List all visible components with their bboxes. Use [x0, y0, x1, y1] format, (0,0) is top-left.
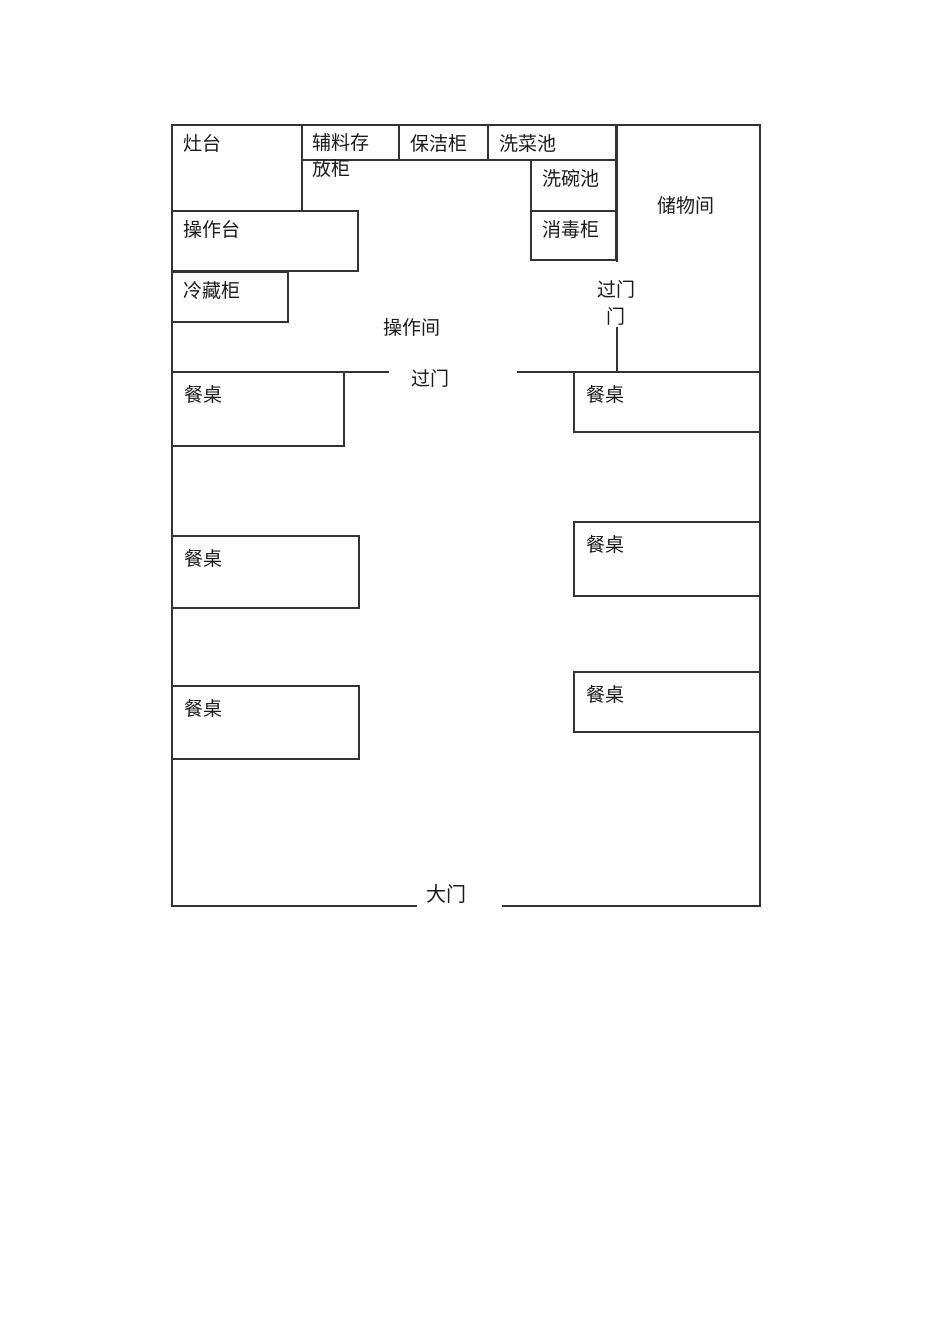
- storage-room-label: 储物间: [657, 196, 715, 217]
- refrigerated-cabinet-box: 冷藏柜: [171, 271, 289, 323]
- storage-door-label: 门: [606, 307, 626, 328]
- dining-table-label: 餐桌: [586, 385, 625, 406]
- stove-label: 灶台: [183, 134, 222, 155]
- dining-table-box: 餐桌: [171, 685, 360, 760]
- dining-table-box: 餐桌: [573, 521, 761, 597]
- storage-partition-upper-segment: [616, 124, 618, 262]
- wall-left: [171, 124, 173, 907]
- refrigerated-cabinet-label: 冷藏柜: [183, 281, 241, 302]
- main-gate-label: 大门: [426, 884, 466, 906]
- dish-washing-sink-label: 洗碗池: [542, 169, 600, 190]
- dining-passage-label: 过门: [411, 369, 450, 390]
- dish-washing-sink-box: 洗碗池: [530, 159, 617, 212]
- dining-table-label: 餐桌: [586, 685, 625, 706]
- wall-bottom-right-segment: [502, 905, 760, 907]
- cleaning-cabinet-box: 保洁柜: [398, 124, 489, 161]
- ingredient-storage-cabinet-box: 辅料存放柜: [301, 124, 400, 180]
- worktable-label: 操作台: [183, 220, 241, 241]
- dining-table-label: 餐桌: [184, 549, 223, 570]
- worktable-box: 操作台: [171, 210, 359, 272]
- dining-table-box: 餐桌: [171, 535, 360, 609]
- storage-partition-lower-segment: [616, 327, 618, 373]
- dining-table-box: 餐桌: [171, 371, 345, 447]
- dining-table-label: 餐桌: [184, 699, 223, 720]
- cleaning-cabinet-label: 保洁柜: [410, 134, 468, 155]
- ingredient-storage-cabinet-label: 辅料存放柜: [312, 133, 370, 180]
- stove-box: 灶台: [171, 124, 303, 212]
- vegetable-sink-label: 洗菜池: [499, 134, 557, 155]
- wall-bottom-left-segment: [171, 905, 417, 907]
- dining-table-box: 餐桌: [573, 371, 761, 433]
- disinfection-cabinet-label: 消毒柜: [542, 220, 600, 241]
- dining-table-label: 餐桌: [184, 385, 223, 406]
- operation-room-label: 操作间: [383, 318, 441, 339]
- disinfection-cabinet-box: 消毒柜: [530, 210, 617, 261]
- wall-right: [759, 124, 761, 907]
- storage-passage-label: 过门: [597, 280, 636, 301]
- dining-table-box: 餐桌: [573, 671, 761, 733]
- dining-table-label: 餐桌: [586, 535, 625, 556]
- vegetable-sink-box: 洗菜池: [487, 124, 617, 161]
